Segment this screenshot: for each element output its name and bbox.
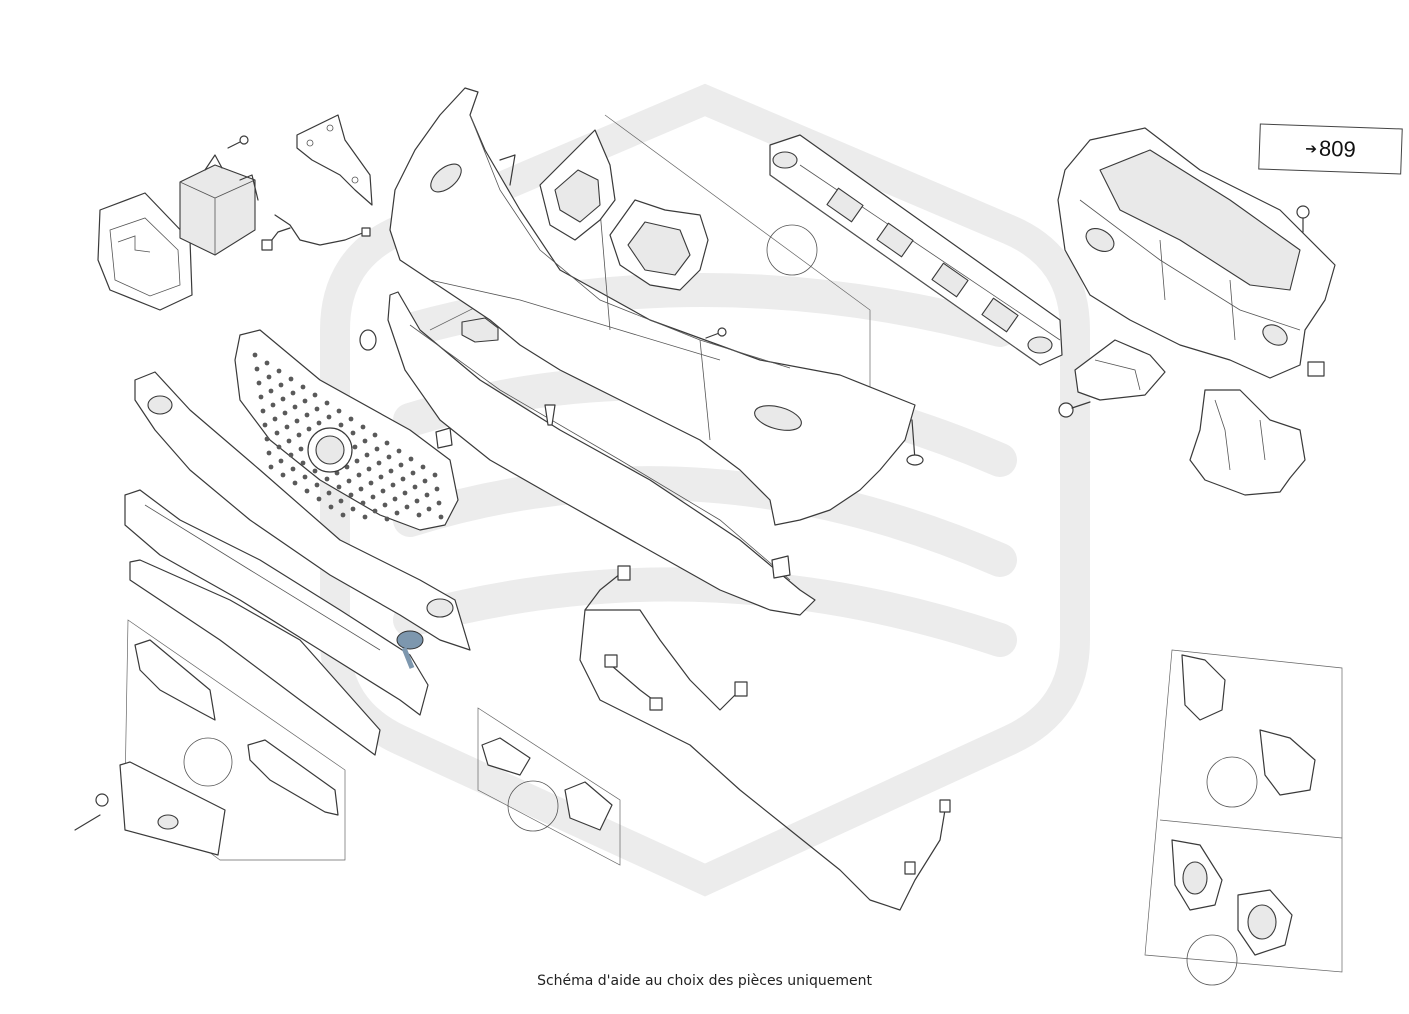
highlighted-screw[interactable]	[396, 630, 424, 669]
diagram-caption: Schéma d'aide au choix des pièces unique…	[537, 973, 872, 989]
inset-plate-holders	[124, 619, 346, 861]
radar-harness[interactable]	[261, 214, 371, 251]
lower-spoiler[interactable]	[387, 291, 816, 616]
bumper-wiring-harness[interactable]	[579, 565, 951, 911]
radar-bracket[interactable]	[296, 114, 373, 206]
foam-pad[interactable]	[461, 317, 499, 343]
bumper-clip-1[interactable]	[435, 427, 453, 449]
bracket-screw[interactable]	[1058, 401, 1091, 418]
fixing-screw[interactable]	[906, 419, 924, 466]
pin-fastener[interactable]	[705, 327, 727, 339]
lower-reinforcement[interactable]	[124, 489, 429, 716]
inset-sensor-holders	[477, 707, 621, 866]
left-reflector-bracket[interactable]	[539, 129, 616, 241]
radar-module[interactable]	[179, 154, 259, 256]
front-bumper-cover[interactable]	[389, 87, 916, 526]
air-duct[interactable]	[1189, 389, 1306, 496]
side-mount-bracket[interactable]	[1074, 339, 1166, 401]
cap-plug[interactable]	[359, 329, 377, 351]
right-reflector-bracket[interactable]	[609, 199, 709, 291]
carrier-screw[interactable]	[1296, 205, 1310, 233]
push-rivet[interactable]	[544, 404, 556, 426]
lower-grille[interactable]	[134, 371, 471, 651]
upper-grille[interactable]	[234, 329, 459, 531]
callout-circle-1	[766, 224, 818, 276]
sensor-cover[interactable]	[97, 192, 193, 311]
trim-strip[interactable]	[129, 559, 381, 756]
screw-small[interactable]	[227, 135, 249, 149]
bumper-clip-2[interactable]	[771, 555, 791, 579]
front-end-carrier[interactable]	[1057, 127, 1336, 379]
licence-plate-bracket[interactable]	[119, 761, 226, 856]
inset-fog-lamp-holders	[1144, 649, 1343, 986]
reference-number: 809	[1318, 135, 1357, 162]
plate-screw[interactable]	[74, 793, 109, 831]
arrow-right-icon: ➔	[1305, 139, 1318, 157]
reference-number-label: ➔ 809	[1258, 123, 1403, 175]
carrier-clip[interactable]	[1307, 361, 1325, 377]
bumper-absorber[interactable]	[769, 134, 1063, 366]
